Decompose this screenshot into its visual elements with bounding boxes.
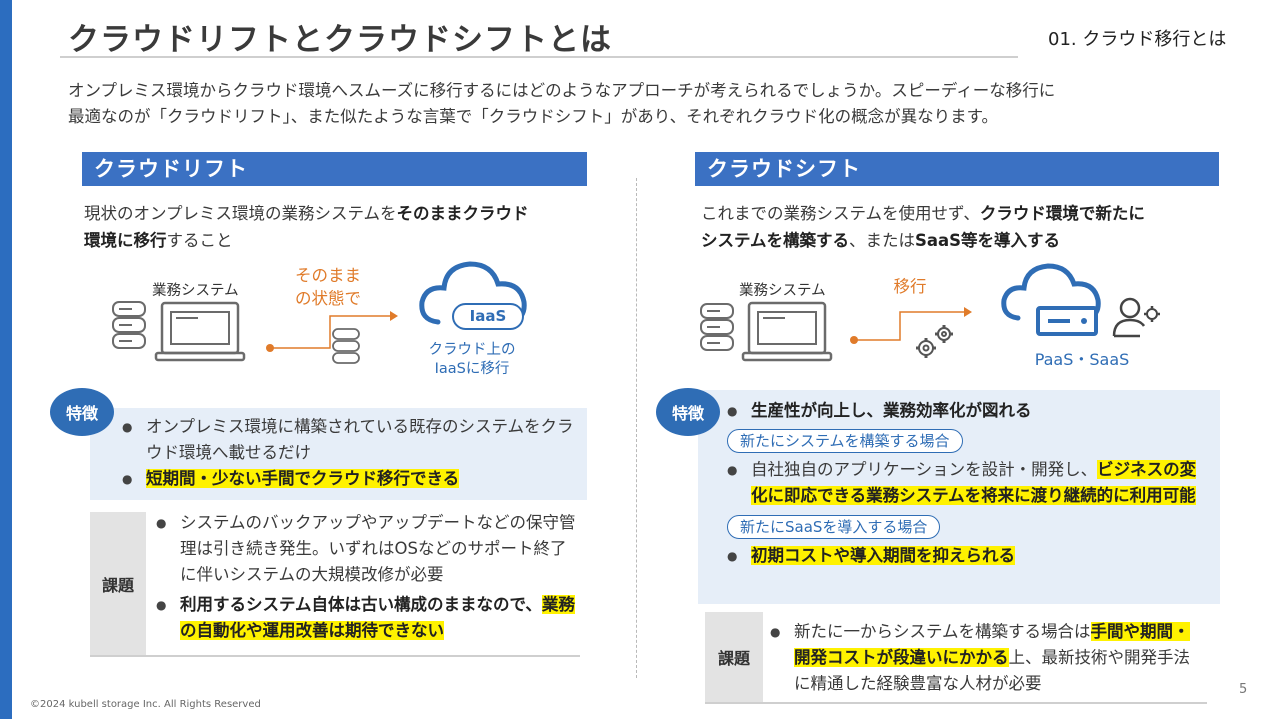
desc-text: 現状のオンプレミス環境の業務システムを <box>84 204 397 223</box>
lift-issue-tag: 課題 <box>90 512 146 655</box>
column-divider <box>636 178 637 678</box>
cloud-server-icon <box>1001 263 1101 336</box>
laptop-icon <box>741 301 833 362</box>
desc-bold: システムを構築する <box>701 231 850 250</box>
iaas-dest-label-1: クラウド上の <box>428 342 516 358</box>
intro-text: オンプレミス環境からクラウド環境へスムーズに移行するにはどのようなアプローチが考… <box>68 78 1218 130</box>
list-item: 初期コストや導入期間を抑えられる <box>727 543 1205 569</box>
shift-arrow-label: 移行 <box>893 277 927 296</box>
migration-arrow-icon <box>850 307 972 344</box>
bold-text: 生産性が向上し、業務効率化が図れる <box>751 401 1032 420</box>
cloud-shift-description: これまでの業務システムを使用せず、クラウド環境で新たに システムを構築する、また… <box>701 200 1216 254</box>
lift-issue-panel <box>90 512 580 657</box>
iaas-dest-label-2: IaaSに移行 <box>434 361 510 377</box>
laptop-icon <box>154 301 246 362</box>
intro-line-1: オンプレミス環境からクラウド環境へスムーズに移行するにはどのようなアプローチが考… <box>68 81 1056 100</box>
shift-issue-list: 新たに一からシステムを構築する場合は手間や期間・開発コストが段違いにかかる上、最… <box>770 619 1202 697</box>
page-title: クラウドリフトとクラウドシフトとは <box>68 22 612 58</box>
left-accent-bar <box>0 0 12 719</box>
user-settings-icon <box>1112 297 1160 338</box>
small-server-icon <box>332 328 360 364</box>
saas-pill: 新たにSaaSを導入する場合 <box>727 515 941 539</box>
right-system-label: 業務システム <box>739 283 826 299</box>
desc-bold: そのままクラウド <box>396 204 529 223</box>
plain-text: 新たに一からシステムを構築する場合は <box>794 622 1091 641</box>
highlight-text: 初期コストや導入期間を抑えられる <box>751 546 1015 565</box>
new-system-pill: 新たにシステムを構築する場合 <box>727 429 963 453</box>
arrow-label-2: の状態で <box>295 289 361 308</box>
desc-text: 、または <box>849 231 916 250</box>
shift-issue-tag: 課題 <box>705 612 763 702</box>
list-item: システムのバックアップやアップデートなどの保守管理は引き続き発生。いずれはOSな… <box>156 510 580 588</box>
arrow-label-1: そのまま <box>295 266 361 285</box>
list-item: 生産性が向上し、業務効率化が図れる <box>727 398 1205 424</box>
lift-issue-list: システムのバックアップやアップデートなどの保守管理は引き続き発生。いずれはOSな… <box>156 510 580 644</box>
section-label: 01. クラウド移行とは <box>1048 29 1227 50</box>
iaas-badge: IaaS <box>452 303 524 330</box>
desc-bold: SaaS等を導入する <box>915 231 1061 250</box>
cloud-lift-description: 現状のオンプレミス環境の業務システムをそのままクラウド 環境に移行すること <box>84 200 594 254</box>
migration-arrow-icon <box>266 311 398 352</box>
desc-text: これまでの業務システムを使用せず、 <box>701 204 980 223</box>
shift-issue-panel <box>705 612 1207 704</box>
shift-feature-list: 生産性が向上し、業務効率化が図れる 新たにシステムを構築する場合 自社独自のアプ… <box>727 398 1205 569</box>
list-item: 短期間・少ない手間でクラウド移行できる <box>122 466 582 492</box>
left-system-label: 業務システム <box>152 283 239 299</box>
copyright: ©2024 kubell storage Inc. All Rights Res… <box>30 699 261 710</box>
bold-text: 利用するシステム自体は古い構成のままなので、 <box>180 595 542 614</box>
desc-text: すること <box>166 231 233 250</box>
page-number: 5 <box>1239 682 1248 697</box>
cloud-lift-heading: クラウドリフト <box>82 152 587 186</box>
cloud-icon <box>419 261 527 325</box>
list-item: 自社独自のアプリケーションを設計・開発し、ビジネスの変化に即応できる業務システム… <box>727 457 1205 509</box>
list-item: 新たに一からシステムを構築する場合は手間や期間・開発コストが段違いにかかる上、最… <box>770 619 1202 697</box>
server-icon <box>700 303 734 351</box>
intro-line-2: 最適なのが「クラウドリフト」、また似たような言葉で「クラウドシフト」があり、それ… <box>68 107 998 126</box>
desc-bold: クラウド環境で新たに <box>979 204 1145 223</box>
shift-feature-badge: 特徴 <box>656 388 720 436</box>
desc-bold: 環境に移行 <box>84 231 167 250</box>
server-icon <box>112 301 146 349</box>
lift-feature-badge: 特徴 <box>50 388 114 436</box>
list-item: 利用するシステム自体は古い構成のままなので、業務の自動化や運用改善は期待できない <box>156 592 580 644</box>
plain-text: 自社独自のアプリケーションを設計・開発し、 <box>751 460 1098 479</box>
lift-feature-list: オンプレミス環境に構築されている既存のシステムをクラウド環境へ載せるだけ 短期間… <box>122 414 582 492</box>
list-item: オンプレミス環境に構築されている既存のシステムをクラウド環境へ載せるだけ <box>122 414 582 466</box>
paas-saas-label: PaaS・SaaS <box>1034 350 1130 369</box>
highlight-text: 短期間・少ない手間でクラウド移行できる <box>146 469 460 488</box>
plain-text: 上、最新技術や開発手法に精通した経験豊富な人材が必要 <box>794 648 1190 693</box>
gears-icon <box>916 325 953 358</box>
cloud-shift-heading: クラウドシフト <box>695 152 1219 186</box>
title-underline <box>60 56 1018 58</box>
